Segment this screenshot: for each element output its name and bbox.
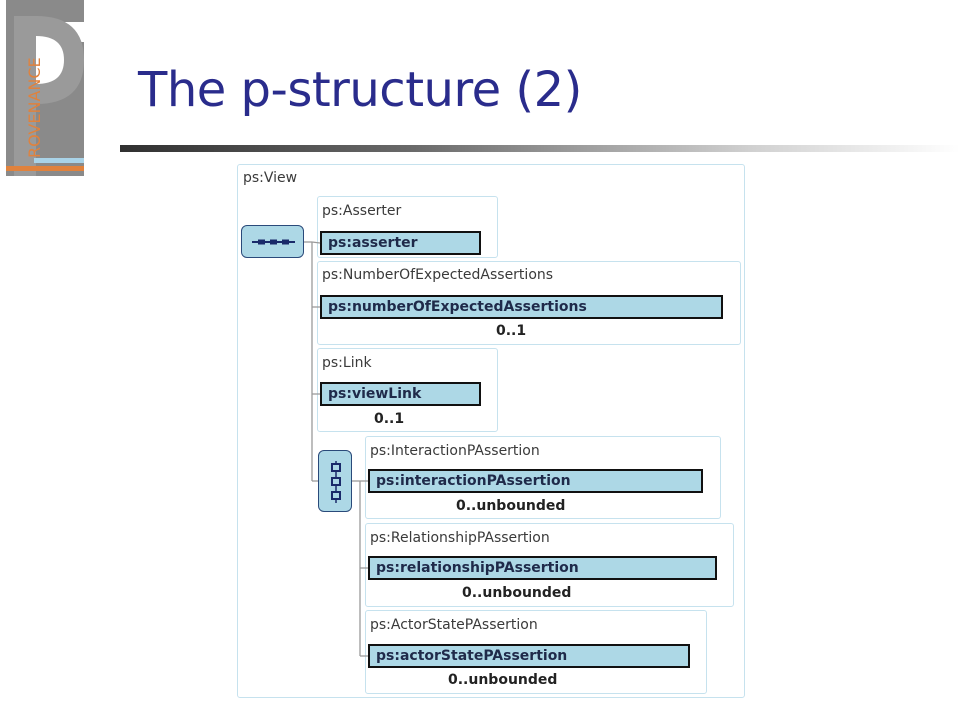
title-underline xyxy=(120,145,960,152)
actorstate-occurrence: 0..unbounded xyxy=(448,672,558,688)
interaction-type-label: ps:InteractionPAssertion xyxy=(370,443,540,459)
interaction-occurrence: 0..unbounded xyxy=(456,498,566,514)
expected-assertions-occurrence: 0..1 xyxy=(496,323,527,339)
choice-icon xyxy=(331,461,341,503)
relationship-element[interactable]: ps:relationshipPAssertion xyxy=(368,556,717,580)
view-link-occurrence: 0..1 xyxy=(374,411,405,427)
expected-assertions-element[interactable]: ps:numberOfExpectedAssertions xyxy=(320,295,723,319)
choice-compositor[interactable] xyxy=(318,450,352,512)
view-link-element[interactable]: ps:viewLink xyxy=(320,382,481,406)
sequence-icon xyxy=(252,239,295,245)
interaction-element[interactable]: ps:interactionPAssertion xyxy=(368,469,703,493)
asserter-type-label: ps:Asserter xyxy=(322,203,402,219)
view-type-label: ps:View xyxy=(243,170,298,186)
actorstate-element[interactable]: ps:actorStatePAssertion xyxy=(368,644,690,668)
logo-graphic xyxy=(6,0,84,176)
provenance-logo: ROVENANCE xyxy=(6,0,84,176)
asserter-element[interactable]: ps:asserter xyxy=(320,231,481,255)
relationship-occurrence: 0..unbounded xyxy=(462,585,572,601)
expected-assertions-type-label: ps:NumberOfExpectedAssertions xyxy=(322,267,554,283)
sequence-compositor[interactable] xyxy=(241,225,304,258)
slide-title: The p-structure (2) xyxy=(138,62,582,118)
link-type-label: ps:Link xyxy=(322,355,372,371)
relationship-type-label: ps:RelationshipPAssertion xyxy=(370,530,550,546)
actorstate-type-label: ps:ActorStatePAssertion xyxy=(370,617,538,633)
